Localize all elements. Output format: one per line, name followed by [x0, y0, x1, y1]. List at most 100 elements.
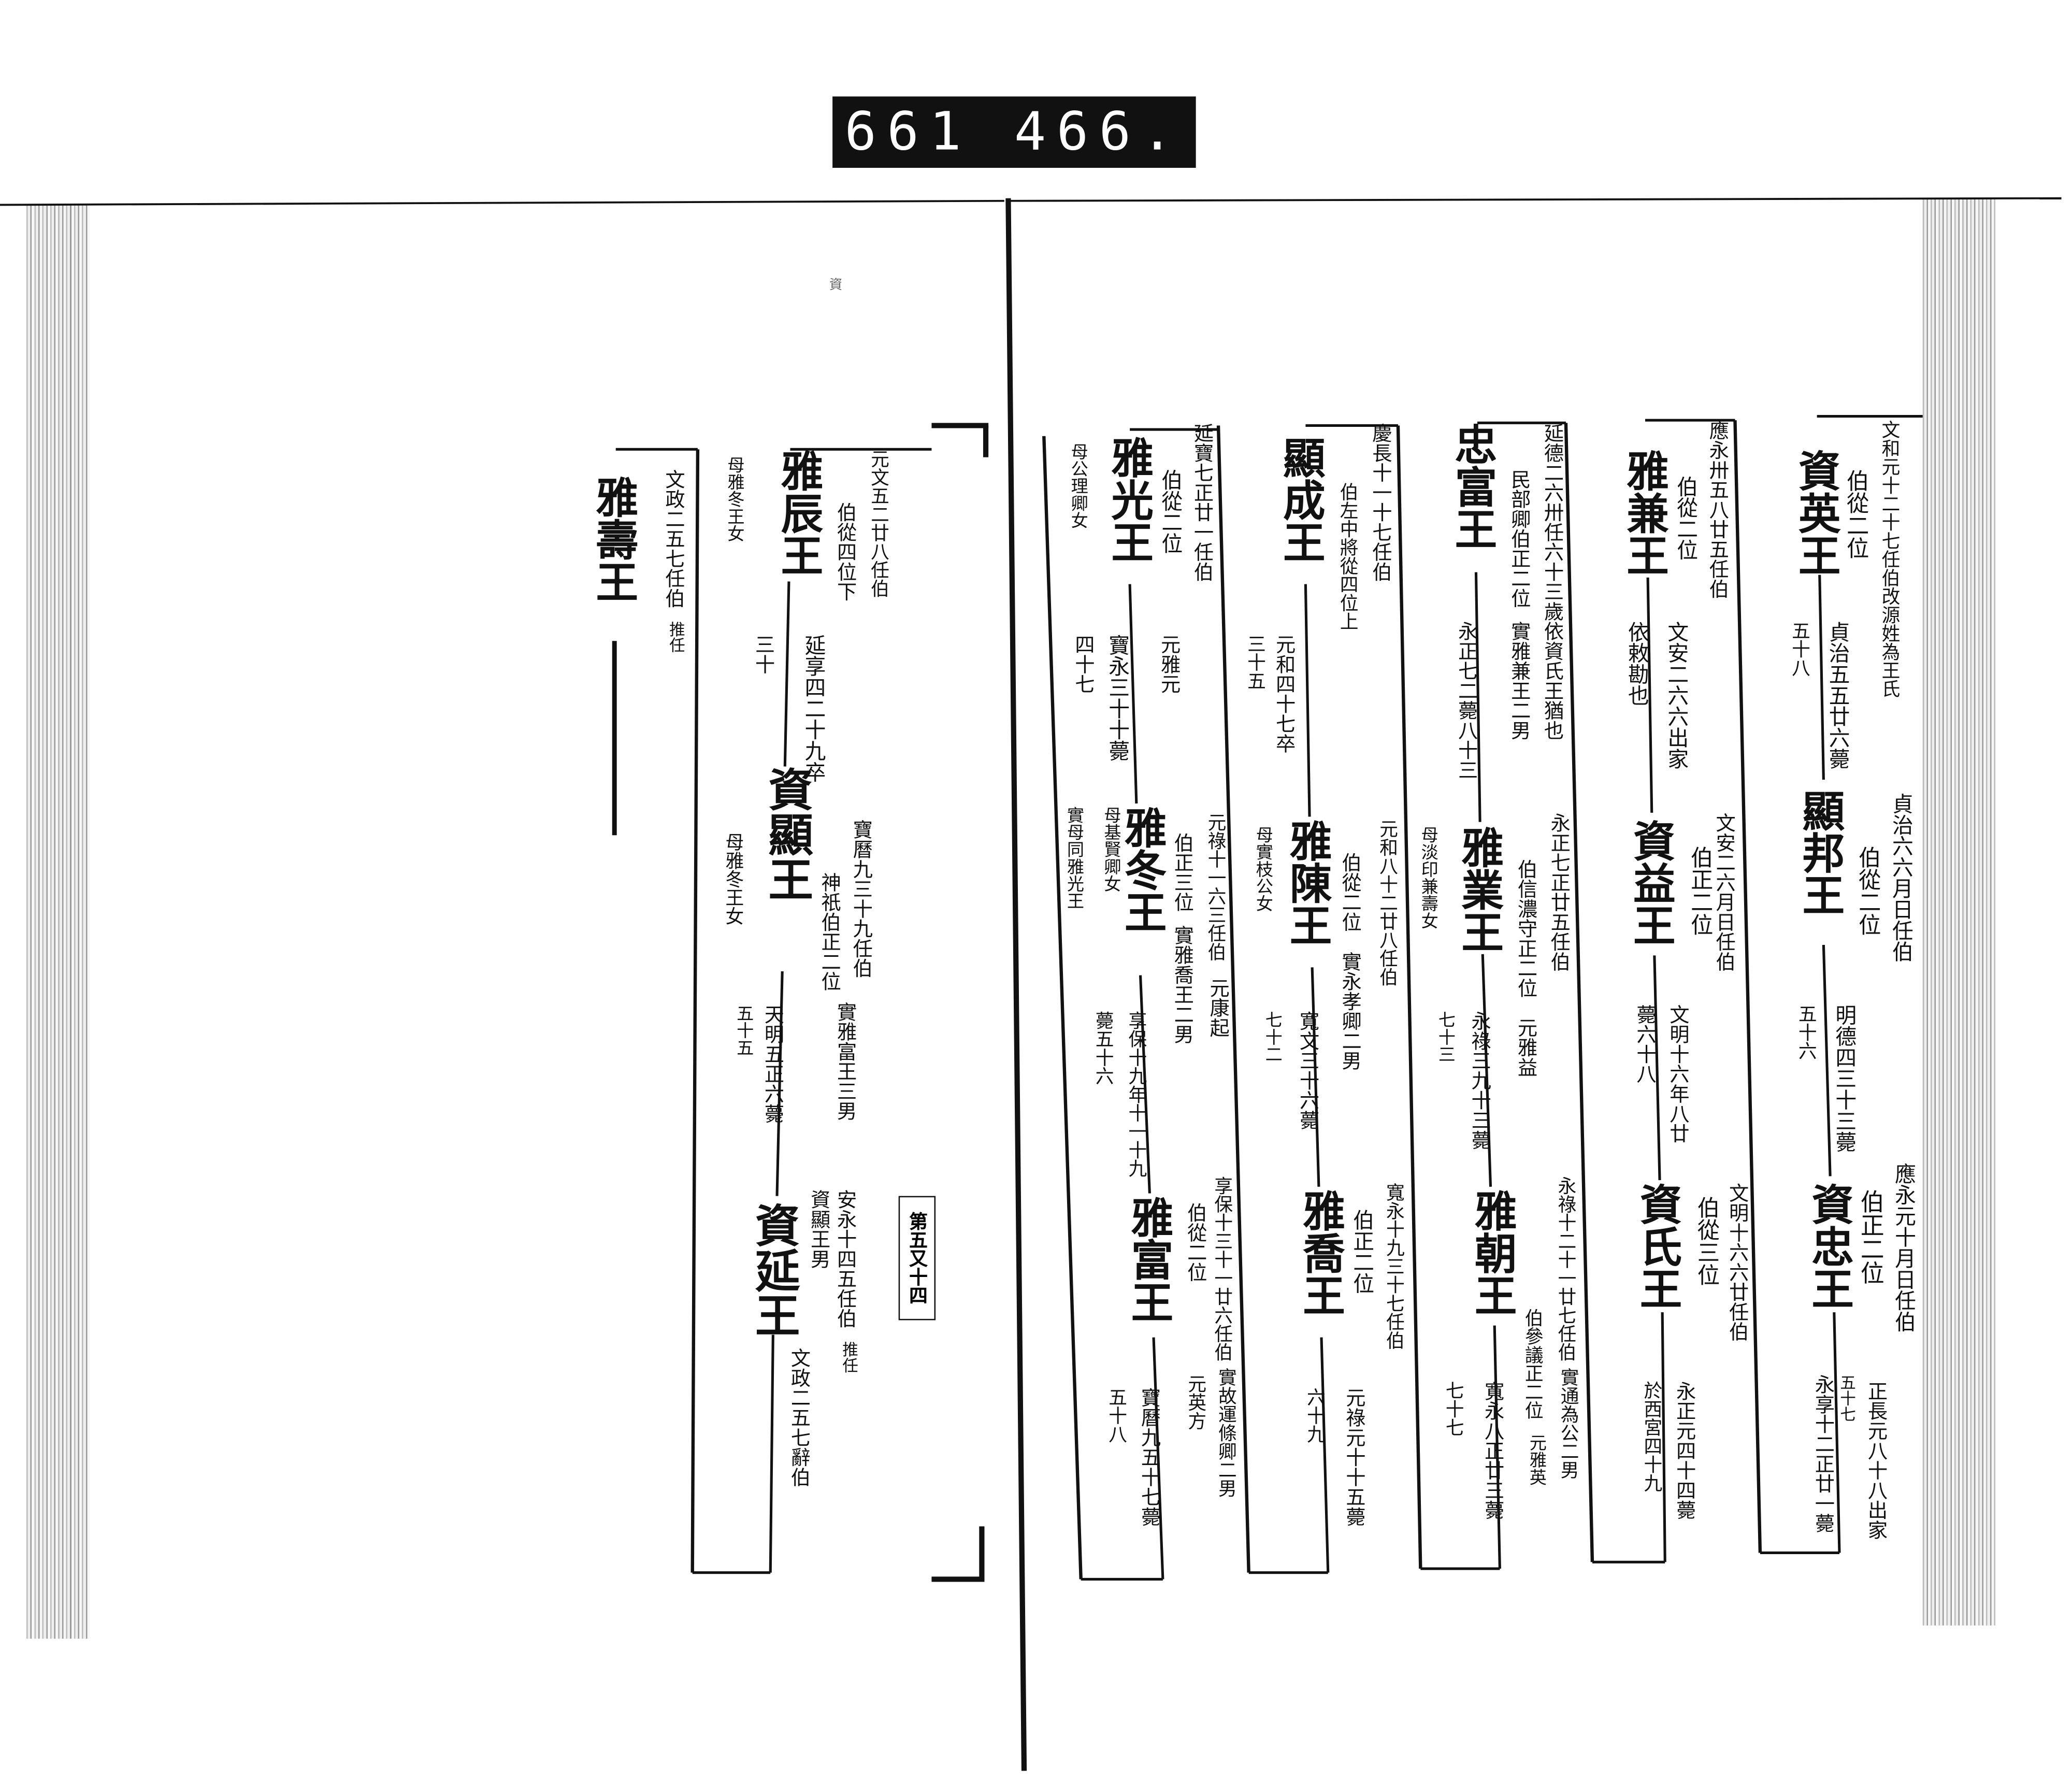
person-note: 永祿三九十三薨 — [1469, 1011, 1493, 1150]
person-note: 永正七正廿五任伯 — [1548, 812, 1572, 971]
person-note: 伯從二位 — [1673, 476, 1699, 561]
lineage-line — [1474, 572, 1481, 822]
person-name: 雅喬王 — [1296, 1189, 1347, 1316]
column-border — [1564, 423, 1594, 1562]
person-note: 五十五 — [732, 1004, 753, 1056]
page-marker: 第五又十四 — [906, 1212, 928, 1304]
column-border — [1733, 420, 1762, 1553]
person-note: 伯從四位下 — [834, 502, 858, 601]
person-note: 伯左中將從四位上 — [1337, 482, 1359, 630]
person-note: 永正元四十四薨 — [1673, 1381, 1697, 1520]
person-name: 雅辰王 — [774, 449, 825, 577]
person-note: 寬永十九三十七任伯 — [1383, 1183, 1405, 1350]
person-name: 資顯王 — [759, 766, 813, 901]
person-note: 伯參議正二位 — [1522, 1308, 1544, 1419]
person-note: 實故運條卿二男 — [1215, 1368, 1237, 1498]
lineage-line — [1311, 967, 1320, 1187]
person-note: 天明五正六薨 — [761, 1004, 786, 1124]
column-border — [1042, 436, 1083, 1580]
lineage-line — [1304, 584, 1311, 817]
person-note: 依敕勘也 — [1624, 621, 1649, 706]
person-name: 資延王 — [746, 1202, 800, 1338]
person-note: 延享四二十九卒 — [800, 634, 826, 783]
person-note: 元康起 — [1207, 978, 1231, 1038]
person-note: 延德二六卅任六十三歲依資氏王猶也 — [1541, 423, 1565, 740]
lineage-line — [1818, 575, 1825, 780]
person-note: 元和四十七卒 — [1273, 634, 1297, 754]
person-note: 享保十三十一廿六任伯 — [1212, 1176, 1233, 1361]
lineage-line — [769, 1334, 774, 1573]
lineage-line — [783, 581, 790, 767]
lineage-line — [1661, 1312, 1666, 1562]
person-note: 寶曆九三十九任伯 — [850, 819, 874, 978]
person-note: 享保十九年十一十九 — [1126, 1011, 1147, 1178]
lineage-line — [1833, 1312, 1841, 1553]
lineage-line — [1152, 1337, 1164, 1580]
lineage-line — [1139, 975, 1151, 1194]
person-note: 於西宮四十九 — [1641, 1381, 1663, 1492]
person-note: 伯正二位 — [1685, 845, 1712, 936]
person-note: 七十二 — [1261, 1011, 1282, 1063]
person-name: 雅壽王 — [589, 476, 640, 603]
person-name: 顯邦王 — [1795, 788, 1846, 916]
person-note: 五十八 — [1106, 1387, 1128, 1443]
person-note: 貞治五五廿六薨 — [1824, 621, 1850, 769]
person-note: 寬文三十六薨 — [1297, 1011, 1321, 1130]
person-note: 延寶七正廿一任伯 — [1191, 423, 1215, 582]
person-note: 伯從二位 — [1339, 852, 1363, 932]
person-name: 雅朝王 — [1468, 1189, 1519, 1316]
person-note: 伯從二位 — [1157, 469, 1183, 554]
person-name: 雅富王 — [1124, 1196, 1175, 1323]
person-note: 元祿十一六三任伯 — [1205, 812, 1227, 961]
page-top-edge — [1011, 197, 2062, 202]
person-note: 伯信濃守正二位 — [1515, 859, 1539, 998]
person-name: 資益王 — [1627, 819, 1677, 946]
person-note: 元雅英 — [1526, 1433, 1546, 1486]
person-note: 實通為公二男 — [1558, 1368, 1579, 1479]
person-note: 文安二六月日任伯 — [1713, 812, 1737, 971]
page-top-edge — [0, 199, 1004, 206]
person-note: 母雅冬王女 — [723, 832, 744, 925]
person-note: 貞治六六月日任伯 — [1888, 793, 1913, 963]
person-note: 伯從三位 — [1692, 1196, 1719, 1286]
person-note: 母實枝公女 — [1252, 826, 1272, 912]
person-note: 民部卿伯正二位 — [1508, 469, 1532, 608]
person-note: 文政二五七任伯 — [663, 469, 687, 608]
person-note: 七十三 — [1434, 1011, 1455, 1063]
page-marker-box: 第五又十四 — [898, 1196, 936, 1320]
person-note: 母淡印兼壽女 — [1417, 826, 1437, 929]
person-note: 推任 — [840, 1341, 859, 1373]
column-border — [1216, 425, 1250, 1573]
person-note: 伯正二位 — [1857, 1189, 1884, 1285]
person-note: 六十九 — [1304, 1387, 1326, 1443]
right-page-edge — [1922, 198, 1996, 1626]
person-note: 三十五 — [1245, 634, 1266, 690]
person-note: 伯正二位 — [1349, 1209, 1375, 1294]
lineage-line — [1481, 954, 1492, 1187]
person-note: 伯正三位 — [1171, 832, 1196, 912]
person-note: 寶曆九五十七薨 — [1138, 1387, 1162, 1527]
person-note: 寶永三十十薨 — [1104, 634, 1130, 762]
person-note: 文明十六六廿任伯 — [1726, 1183, 1750, 1342]
lineage-line — [1320, 1337, 1330, 1573]
person-note: 七十七 — [1443, 1381, 1464, 1437]
column-border — [690, 449, 700, 1573]
person-note: 實雅喬王二男 — [1171, 925, 1196, 1044]
person-note: 實永孝卿二男 — [1339, 951, 1363, 1071]
person-note: 母雅冬王女 — [723, 456, 743, 542]
person-name: 雅業王 — [1455, 826, 1505, 953]
person-note: 元雅益 — [1515, 1017, 1539, 1078]
person-note: 五十七 — [1838, 1374, 1857, 1422]
stamp-mark: 資 — [826, 277, 841, 291]
person-note: 四十七 — [1072, 634, 1097, 694]
person-note: 實母同雅光王 — [1063, 806, 1083, 910]
person-note: 安永十四五任伯 — [834, 1189, 858, 1328]
left-page-edge — [26, 205, 90, 1639]
person-note: 三十 — [752, 634, 776, 674]
person-note: 應永元十月日任伯 — [1891, 1162, 1916, 1332]
person-note: 元和八十二廿八任伯 — [1377, 819, 1398, 986]
person-note: 母公理卿女 — [1067, 442, 1087, 529]
person-note: 正長元八十八出家 — [1865, 1381, 1889, 1540]
person-note: 永祿十二十一廿七任伯 — [1555, 1176, 1577, 1361]
